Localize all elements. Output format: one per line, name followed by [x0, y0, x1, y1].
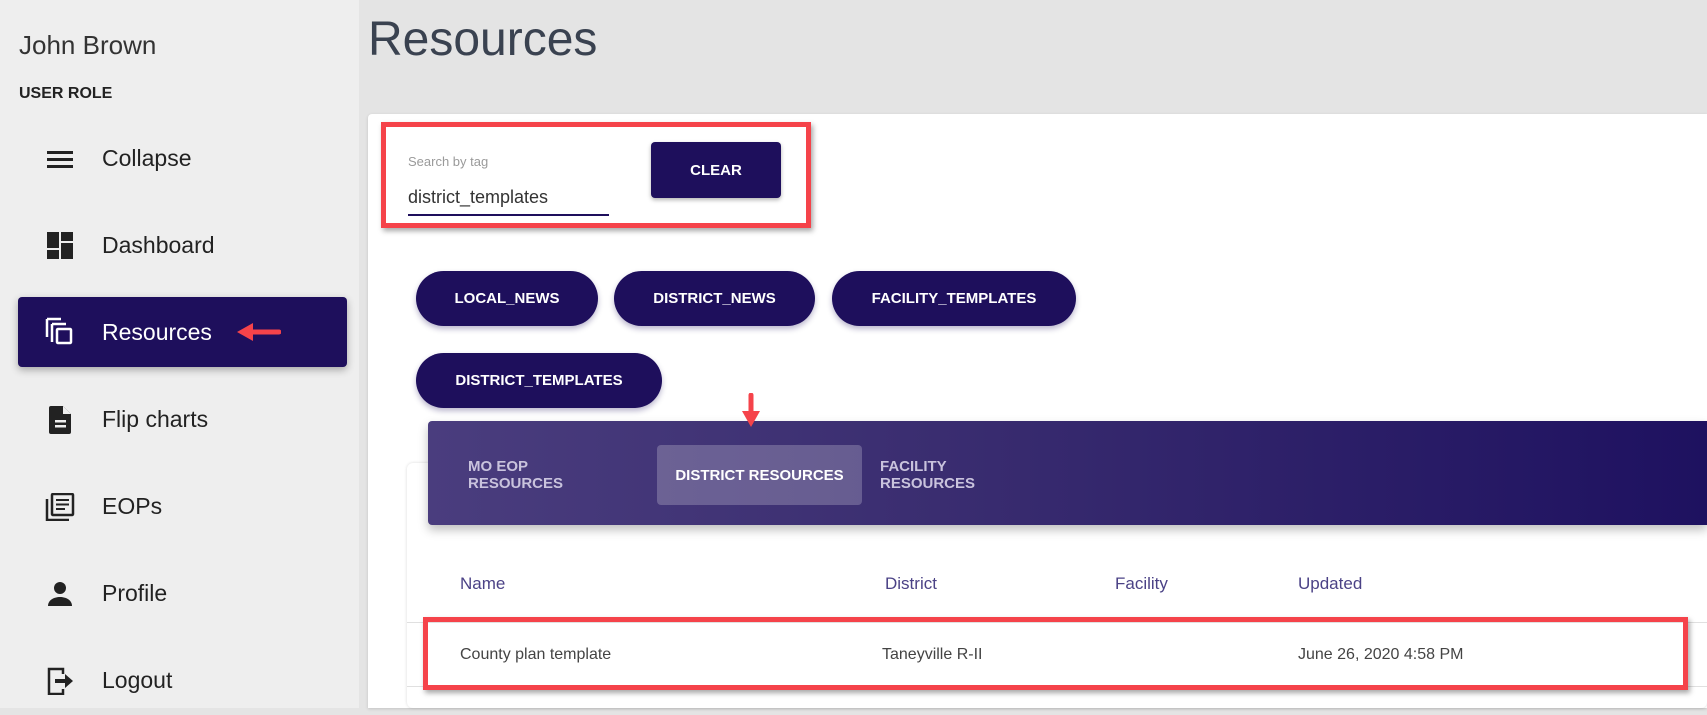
cell-updated: June 26, 2020 4:58 PM [1298, 646, 1464, 663]
dashboard-icon [47, 232, 73, 259]
annotation-arrow-left-icon [237, 323, 281, 341]
stacked-documents-icon [45, 493, 75, 521]
tag-chip-facility-templates[interactable]: FACILITY_TEMPLATES [832, 271, 1076, 326]
annotation-highlight-row [423, 617, 1688, 690]
resource-tabs: MO EOP RESOURCES DISTRICT RESOURCES FACI… [428, 421, 1707, 525]
sidebar-item-eops[interactable]: EOPs [18, 471, 347, 541]
user-name: John Brown [19, 30, 157, 60]
column-header-district[interactable]: District [885, 574, 937, 593]
user-role: USER ROLE [19, 85, 113, 102]
sidebar-item-dashboard[interactable]: Dashboard [18, 210, 347, 280]
tab-district-resources[interactable]: DISTRICT RESOURCES [657, 445, 862, 505]
cell-name: County plan template [460, 646, 612, 663]
annotation-highlight-search [381, 122, 811, 228]
sidebar: John Brown USER ROLE Collapse Dashboard … [0, 0, 359, 708]
search-by-tag-input[interactable] [408, 180, 609, 216]
sidebar-item-resources[interactable]: Resources [18, 297, 347, 367]
menu-icon [47, 151, 73, 168]
library-icon [45, 317, 73, 345]
document-icon [49, 406, 71, 434]
logout-icon [47, 667, 73, 695]
cell-district: Taneyville R-II [882, 646, 983, 663]
sidebar-item-label: Profile [102, 579, 168, 606]
column-header-facility[interactable]: Facility [1115, 574, 1168, 593]
column-header-name[interactable]: Name [460, 574, 506, 593]
tab-facility-resources[interactable]: FACILITY RESOURCES [880, 458, 976, 492]
sidebar-item-label: Flip charts [102, 405, 209, 432]
tag-chip-local-news[interactable]: LOCAL_NEWS [416, 271, 598, 326]
sidebar-item-label: Dashboard [102, 231, 215, 258]
search-label: Search by tag [408, 154, 489, 169]
sidebar-item-label: Collapse [102, 144, 192, 171]
sidebar-item-label: Resources [102, 318, 212, 345]
column-header-updated[interactable]: Updated [1298, 574, 1363, 593]
tag-chip-district-templates[interactable]: DISTRICT_TEMPLATES [416, 353, 662, 408]
person-icon [48, 582, 72, 606]
sidebar-item-label: Logout [102, 666, 173, 693]
sidebar-item-collapse[interactable]: Collapse [18, 123, 347, 193]
tab-mo-eop-resources[interactable]: MO EOP RESOURCES [468, 458, 564, 492]
sidebar-item-profile[interactable]: Profile [18, 558, 347, 628]
sidebar-item-flip-charts[interactable]: Flip charts [18, 384, 347, 454]
page-title: Resources [368, 13, 598, 66]
annotation-arrow-down-icon [742, 393, 760, 427]
sidebar-item-label: EOPs [102, 492, 163, 519]
row-divider [407, 622, 1707, 623]
sidebar-item-logout[interactable]: Logout [18, 645, 347, 715]
clear-button[interactable]: CLEAR [651, 142, 781, 198]
tag-chip-district-news[interactable]: DISTRICT_NEWS [614, 271, 815, 326]
